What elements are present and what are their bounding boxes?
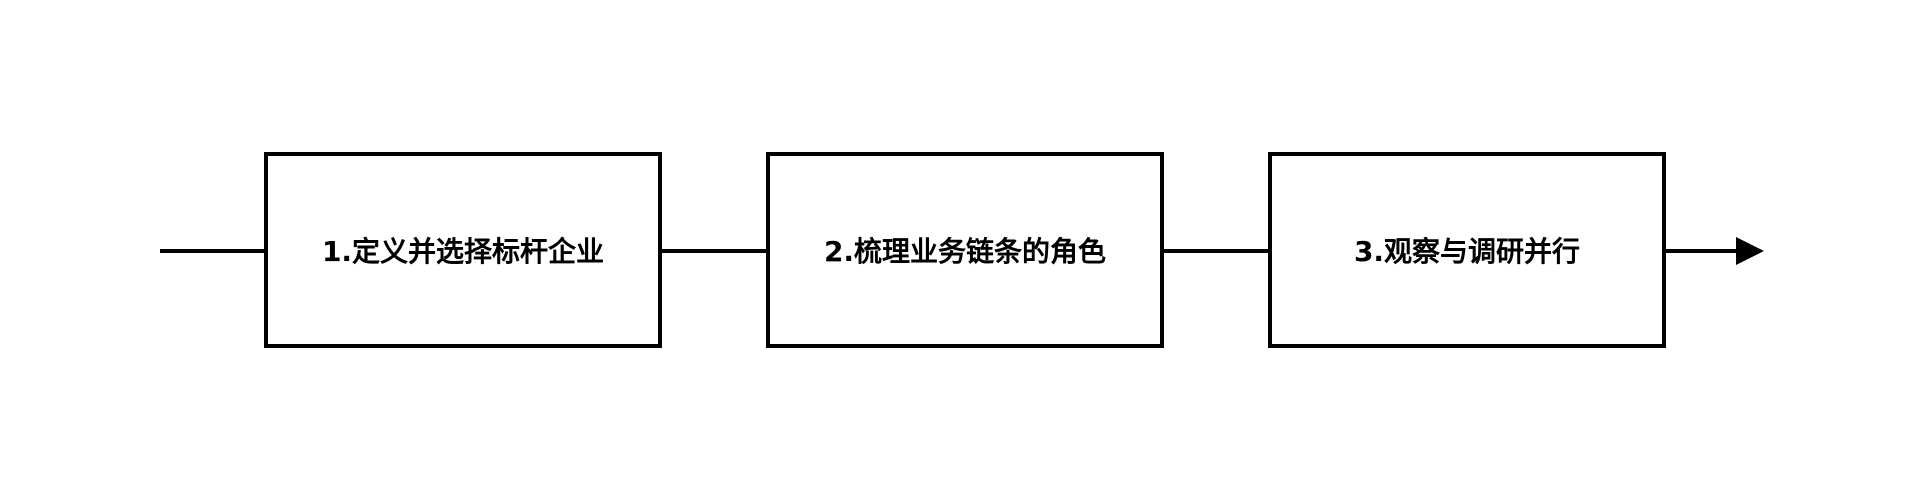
connector-line-2-3 bbox=[1164, 249, 1268, 253]
step-box-3: 3.观察与调研并行 bbox=[1268, 152, 1666, 348]
arrow-head-icon bbox=[1736, 237, 1764, 265]
entry-line bbox=[160, 249, 264, 253]
exit-line bbox=[1666, 249, 1740, 253]
step-box-1: 1.定义并选择标杆企业 bbox=[264, 152, 662, 348]
step-label-1: 1.定义并选择标杆企业 bbox=[321, 235, 605, 268]
step-box-2: 2.梳理业务链条的角色 bbox=[766, 152, 1164, 348]
step-label-3: 3.观察与调研并行 bbox=[1353, 235, 1581, 268]
step-label-2: 2.梳理业务链条的角色 bbox=[823, 235, 1107, 268]
connector-line-1-2 bbox=[662, 249, 766, 253]
